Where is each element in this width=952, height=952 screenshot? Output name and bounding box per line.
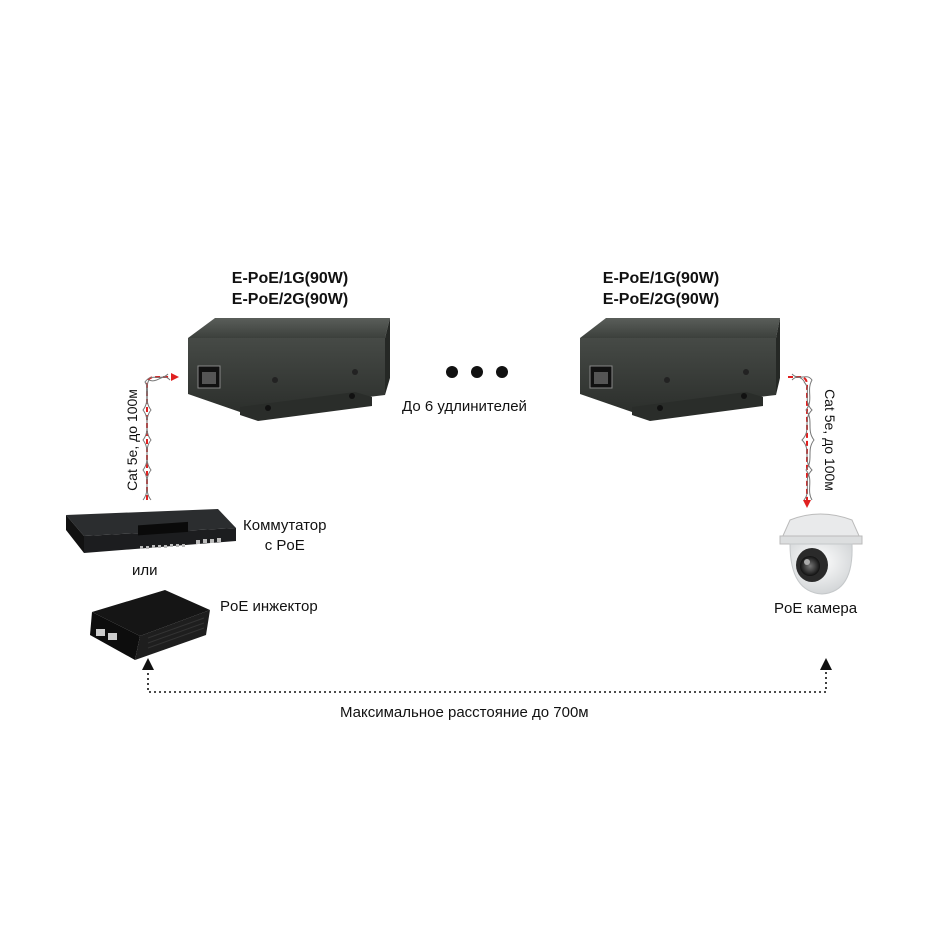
distance-arrow bbox=[142, 658, 832, 693]
extender-2-model-line-1: E-PoE/1G(90W) bbox=[602, 270, 720, 287]
or-label: или bbox=[132, 562, 158, 579]
left-cable bbox=[142, 373, 179, 501]
poe-switch-icon bbox=[66, 509, 236, 553]
extender-1-model-line-2: E-PoE/2G(90W) bbox=[231, 291, 349, 308]
switch-label: Коммутатор с PoE bbox=[243, 516, 326, 556]
extender-2-model-label: E-PoE/1G(90W) E-PoE/2G(90W) bbox=[566, 268, 756, 310]
switch-label-line-2: с PoE bbox=[264, 537, 305, 554]
ip-camera-icon bbox=[779, 513, 863, 595]
distance-label: Максимальное расстояние до 700м bbox=[340, 704, 589, 721]
cable-left-label: Cat 5e, до 100м bbox=[124, 389, 140, 491]
camera-label: PoE камера bbox=[774, 600, 858, 617]
ethernet-port-icon bbox=[589, 365, 613, 389]
cable-right-label: Cat 5e, до 100м bbox=[822, 389, 838, 491]
chain-label: До 6 удлинителей bbox=[402, 398, 527, 415]
extender-2-device bbox=[580, 318, 780, 421]
switch-label-line-1: Коммутатор bbox=[243, 517, 327, 534]
chain-ellipsis bbox=[446, 366, 508, 378]
extender-1-device bbox=[188, 318, 390, 421]
injector-label: PoE инжектор bbox=[220, 598, 318, 615]
extender-1-model-line-1: E-PoE/1G(90W) bbox=[231, 270, 349, 287]
right-cable bbox=[788, 373, 815, 508]
ethernet-port-icon bbox=[197, 365, 221, 389]
extender-1-model-label: E-PoE/1G(90W) E-PoE/2G(90W) bbox=[195, 268, 385, 310]
extender-2-model-line-2: E-PoE/2G(90W) bbox=[602, 291, 720, 308]
poe-injector-icon bbox=[90, 590, 210, 660]
